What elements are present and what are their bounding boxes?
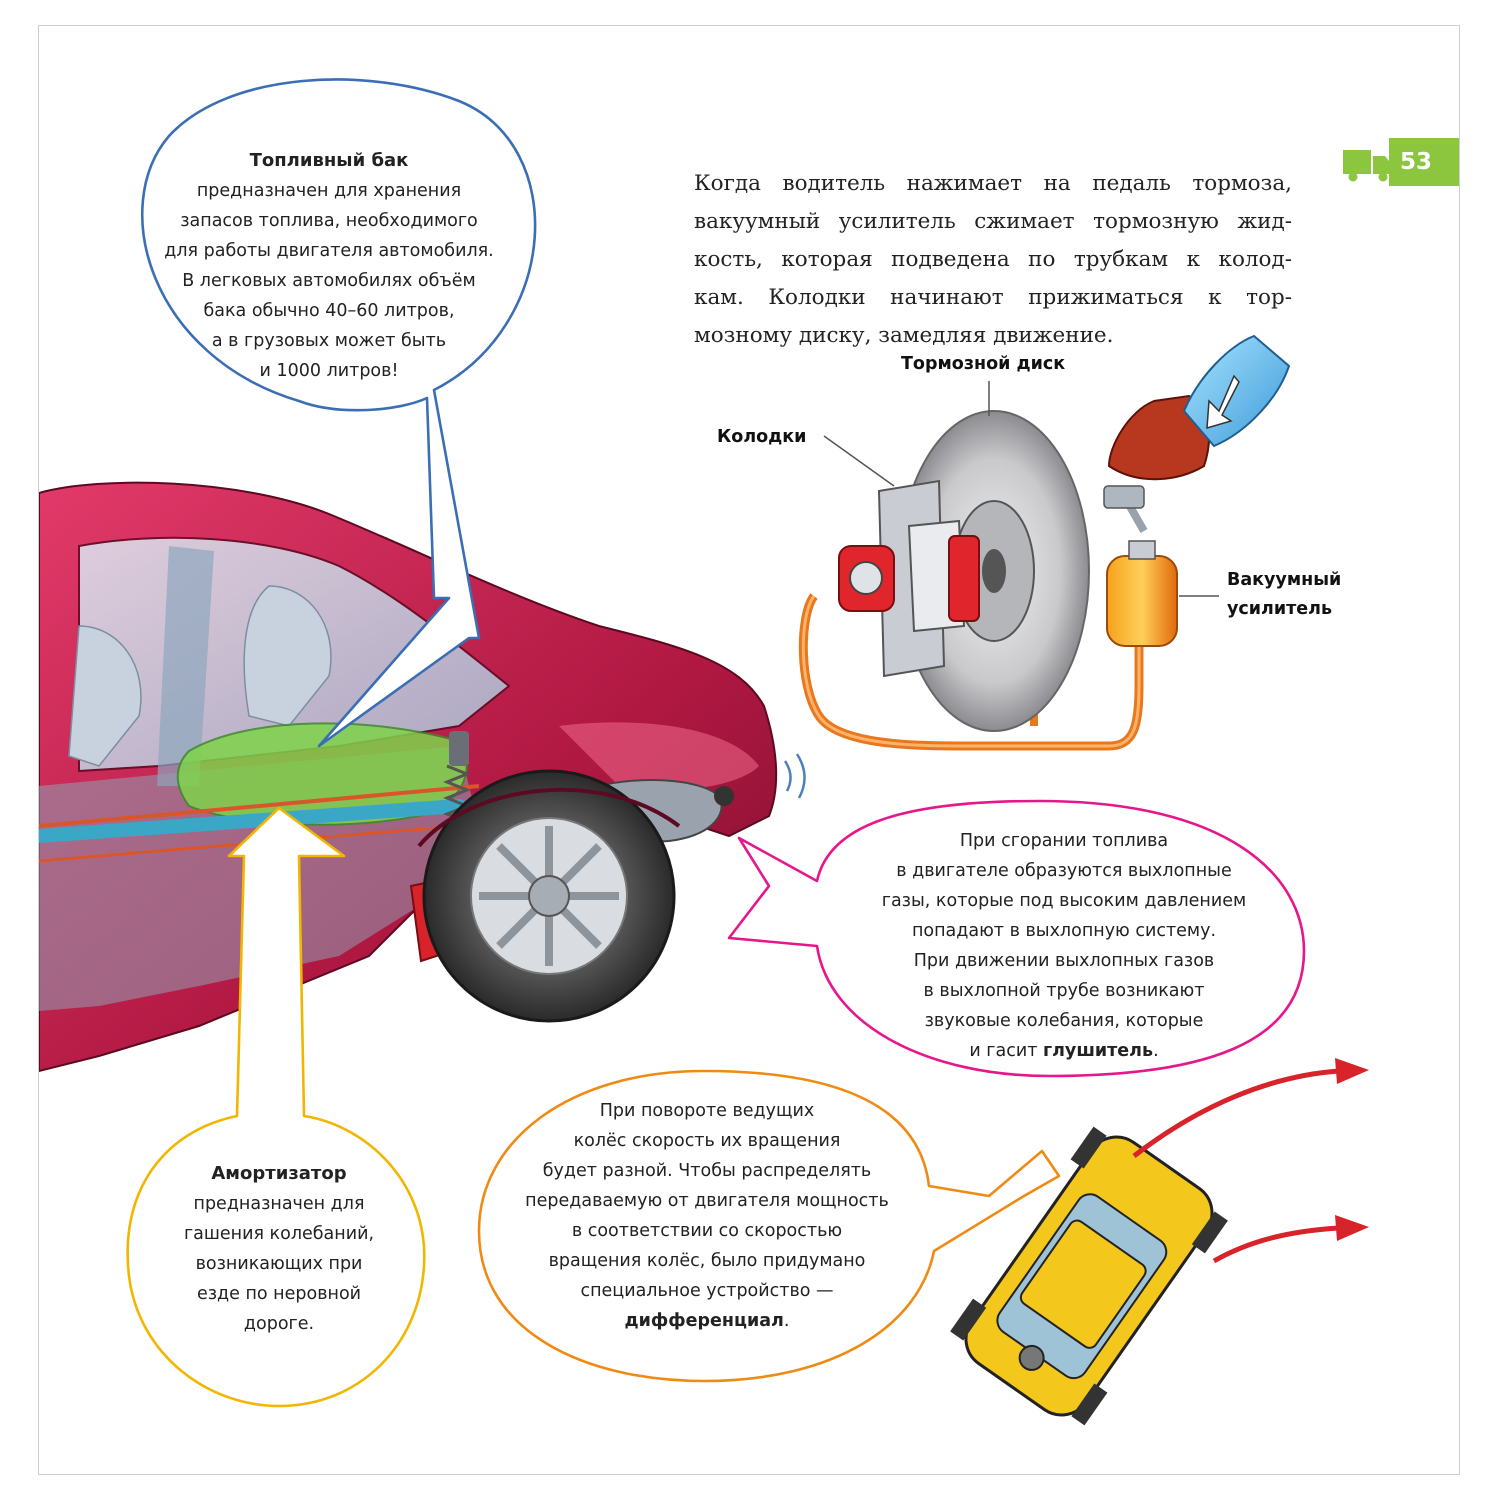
car-cutaway-illustration xyxy=(39,481,806,1073)
exhaust-line: газы, которые под высоким давлением xyxy=(881,891,1247,911)
shock-absorber-line: гашения колебаний, xyxy=(183,1224,375,1244)
fuel-tank-line: В легковых автомобилях объём xyxy=(182,271,476,291)
differential-line: специальное устройство — xyxy=(580,1281,834,1301)
differential-line: передаваемую от двигателя мощность xyxy=(525,1191,889,1211)
fuel-tank-text: Топливный бак предназначен для хранения … xyxy=(159,146,499,386)
fuel-tank-line: а в грузовых может быть xyxy=(211,331,447,351)
exhaust-line: звуковые колебания, которые xyxy=(924,1011,1204,1031)
exhaust-text: При сгорании топлива в двигателе образую… xyxy=(854,826,1274,1066)
differential-term: дифференциал xyxy=(624,1311,784,1331)
fuel-tank-line: предназначен для хранения xyxy=(196,181,462,201)
differential-last-suffix: . xyxy=(783,1311,790,1331)
shock-absorber-line: езде по неровной xyxy=(196,1284,362,1304)
exhaust-line: При сгорании топлива xyxy=(959,831,1169,851)
exhaust-line: в двигателе образуются выхлопные xyxy=(896,861,1232,881)
intro-line: мозному диску, замедляя движение. xyxy=(694,323,1114,348)
shock-absorber-text: Амортизатор предназначен для гашения кол… xyxy=(129,1159,429,1339)
exhaust-last-prefix: и гасит xyxy=(969,1041,1043,1061)
differential-line: будет разной. Чтобы распределять xyxy=(542,1161,872,1181)
differential-line: в соответствии со скоростью xyxy=(571,1221,843,1241)
fuel-tank-line: для работы двигателя автомобиля. xyxy=(164,241,494,261)
fuel-tank-title: Топливный бак xyxy=(249,150,409,171)
differential-last-line: дифференциал. xyxy=(497,1306,917,1336)
page-number-tab xyxy=(1389,138,1459,186)
truck-icon xyxy=(1343,150,1393,182)
book-page: 53 Когда водитель нажимает на педаль тор… xyxy=(38,25,1460,1475)
differential-line: колёс скорость их вращения xyxy=(573,1131,841,1151)
intro-line: вакуумный усилитель сжимает тормозную жи… xyxy=(694,209,1292,234)
shock-absorber-line: дороге. xyxy=(243,1314,315,1334)
intro-line: кам. Колодки начинают прижиматься к тор- xyxy=(694,285,1292,310)
shock-absorber-title: Амортизатор xyxy=(211,1163,347,1184)
differential-callout-bubble xyxy=(477,1069,1061,1383)
turning-car-illustration xyxy=(950,1058,1369,1426)
brake-disc-label: Тормозной диск xyxy=(901,354,1066,374)
shock-absorber-line: возникающих при xyxy=(195,1254,363,1274)
fuel-tank-line: и 1000 литров! xyxy=(259,361,399,381)
page-number: 53 xyxy=(1399,149,1432,175)
exhaust-callout-bubble xyxy=(727,799,1306,1078)
fuel-tank-line: бака обычно 40–60 литров, xyxy=(203,301,455,321)
brake-system-illustration xyxy=(798,334,1291,751)
muffler-term: глушитель xyxy=(1042,1041,1154,1061)
fuel-tank-line: запасов топлива, необходимого xyxy=(180,211,478,231)
intro-paragraph: Когда водитель нажимает на педаль тормоз… xyxy=(694,165,1292,355)
exhaust-last-suffix: . xyxy=(1153,1041,1159,1061)
exhaust-last-line: и гасит глушитель. xyxy=(854,1036,1274,1066)
exhaust-line: попадают в выхлопную систему. xyxy=(911,921,1217,941)
intro-line: Когда водитель нажимает на педаль тормоз… xyxy=(694,171,1292,196)
brake-pads-label: Колодки xyxy=(717,427,807,447)
vacuum-booster-label-line1: Вакуумный xyxy=(1227,570,1342,590)
fuel-tank-callout-bubble xyxy=(140,78,537,748)
differential-text: При повороте ведущих колёс скорость их в… xyxy=(497,1096,917,1336)
vacuum-booster-label-line2: усилитель xyxy=(1227,599,1333,619)
exhaust-line: При движении выхлопных газов xyxy=(913,951,1215,971)
shock-absorber-callout-bubble xyxy=(126,806,426,1408)
intro-line: кость, которая подведена по трубкам к ко… xyxy=(694,247,1292,272)
page-illustrations xyxy=(39,78,1369,1426)
exhaust-line: в выхлопной трубе возникают xyxy=(923,981,1205,1001)
differential-line: При повороте ведущих xyxy=(599,1101,815,1121)
differential-line: вращения колёс, было придумано xyxy=(548,1251,866,1271)
shock-absorber-line: предназначен для xyxy=(193,1194,365,1214)
pads-leader-line xyxy=(823,435,895,487)
